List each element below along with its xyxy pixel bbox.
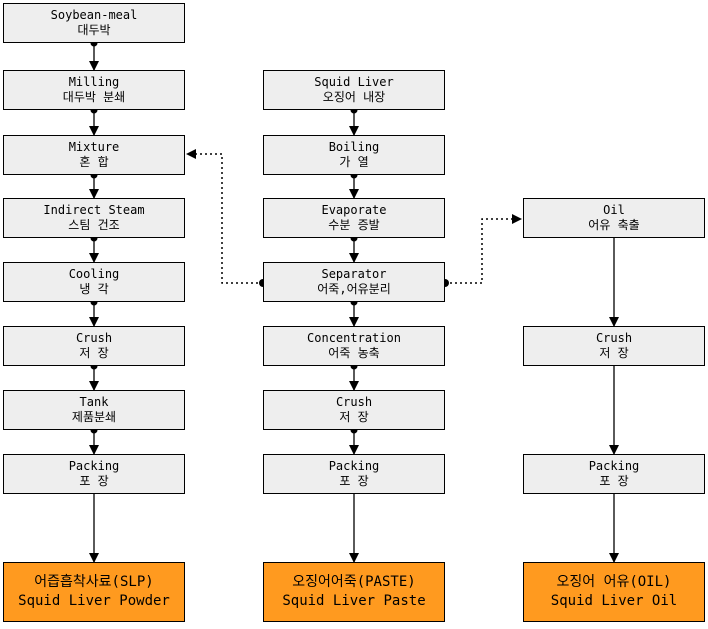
process-box-evaporate: Evaporate 수분 증발 [263, 198, 445, 238]
box-label-en: Boiling [328, 140, 380, 154]
box-label-ko: 포 장 [79, 474, 109, 488]
process-box-separator: Separator 어죽,어유분리 [263, 262, 445, 302]
box-label-ko: 오징어 내장 [322, 90, 386, 104]
box-label-en: Soybean-meal [50, 8, 138, 22]
box-label-en: Tank [79, 395, 109, 409]
process-box-packing-middle: Packing 포 장 [263, 454, 445, 494]
box-label-en: Squid Liver [314, 75, 394, 89]
output-label-ko: 오징어어죽(PASTE) [292, 574, 416, 590]
box-label-ko: 저 장 [79, 346, 109, 360]
process-box-soybean-meal: Soybean-meal 대두박 [3, 3, 185, 43]
box-label-ko: 포 장 [599, 474, 629, 488]
box-label-en: Packing [328, 459, 380, 473]
box-label-en: Evaporate [321, 203, 387, 217]
box-label-en: Crush [335, 395, 373, 409]
box-label-ko: 저 장 [339, 410, 369, 424]
output-label-en: Squid Liver Paste [282, 593, 426, 609]
box-label-ko: 포 장 [339, 474, 369, 488]
box-label-en: Concentration [307, 331, 401, 345]
box-label-en: Packing [588, 459, 640, 473]
output-box-squid-liver-oil: 오징어 어유(OIL) Squid Liver Oil [523, 562, 705, 622]
box-label-en: Crush [75, 331, 113, 345]
process-box-crush-middle: Crush 저 장 [263, 390, 445, 430]
process-box-crush: Crush 저 장 [3, 326, 185, 366]
output-label-en: Squid Liver Oil [550, 593, 678, 609]
box-label-ko: 제품분쇄 [71, 410, 117, 424]
box-label-en: Crush [595, 331, 633, 345]
output-label-ko: 오징어 어유(OIL) [556, 574, 672, 590]
box-label-en: Cooling [68, 267, 120, 281]
box-label-ko: 저 장 [599, 346, 629, 360]
box-label-ko: 가 열 [339, 155, 369, 169]
process-box-concentration: Concentration 어죽 농축 [263, 326, 445, 366]
box-label-ko: 어죽,어유분리 [317, 282, 391, 296]
output-box-squid-liver-paste: 오징어어죽(PASTE) Squid Liver Paste [263, 562, 445, 622]
box-label-en: Oil [603, 203, 625, 217]
process-box-tank: Tank 제품분쇄 [3, 390, 185, 430]
box-label-ko: 수분 증발 [328, 218, 380, 232]
box-label-ko: 혼 합 [79, 155, 109, 169]
output-box-squid-liver-powder: 어즙흡착사료(SLP) Squid Liver Powder [3, 562, 185, 622]
process-box-indirect-steam: Indirect Steam 스팀 건조 [3, 198, 185, 238]
process-box-packing: Packing 포 장 [3, 454, 185, 494]
box-label-ko: 냉 각 [79, 282, 109, 296]
process-box-cooling: Cooling 냉 각 [3, 262, 185, 302]
box-label-ko: 어죽 농축 [328, 346, 380, 360]
output-label-ko: 어즙흡착사료(SLP) [34, 574, 154, 590]
process-box-crush-right: Crush 저 장 [523, 326, 705, 366]
process-box-boiling: Boiling 가 열 [263, 135, 445, 175]
box-label-en: Indirect Steam [43, 203, 145, 217]
process-box-mixture: Mixture 혼 합 [3, 135, 185, 175]
dotted-flow-to-oil [445, 214, 522, 284]
box-label-en: Mixture [68, 140, 120, 154]
box-label-en: Separator [321, 267, 387, 281]
process-box-oil: Oil 어유 축출 [523, 198, 705, 238]
box-label-ko: 대두박 분쇄 [62, 90, 126, 104]
box-label-ko: 스팀 건조 [68, 218, 120, 232]
process-box-packing-right: Packing 포 장 [523, 454, 705, 494]
box-label-en: Packing [68, 459, 120, 473]
box-label-ko: 대두박 [77, 23, 111, 37]
process-box-milling: Milling 대두박 분쇄 [3, 70, 185, 110]
box-label-en: Milling [68, 75, 120, 89]
dotted-flow-to-mixture [186, 149, 263, 284]
box-label-ko: 어유 축출 [588, 218, 640, 232]
process-box-squid-liver: Squid Liver 오징어 내장 [263, 70, 445, 110]
output-label-en: Squid Liver Powder [18, 593, 170, 609]
